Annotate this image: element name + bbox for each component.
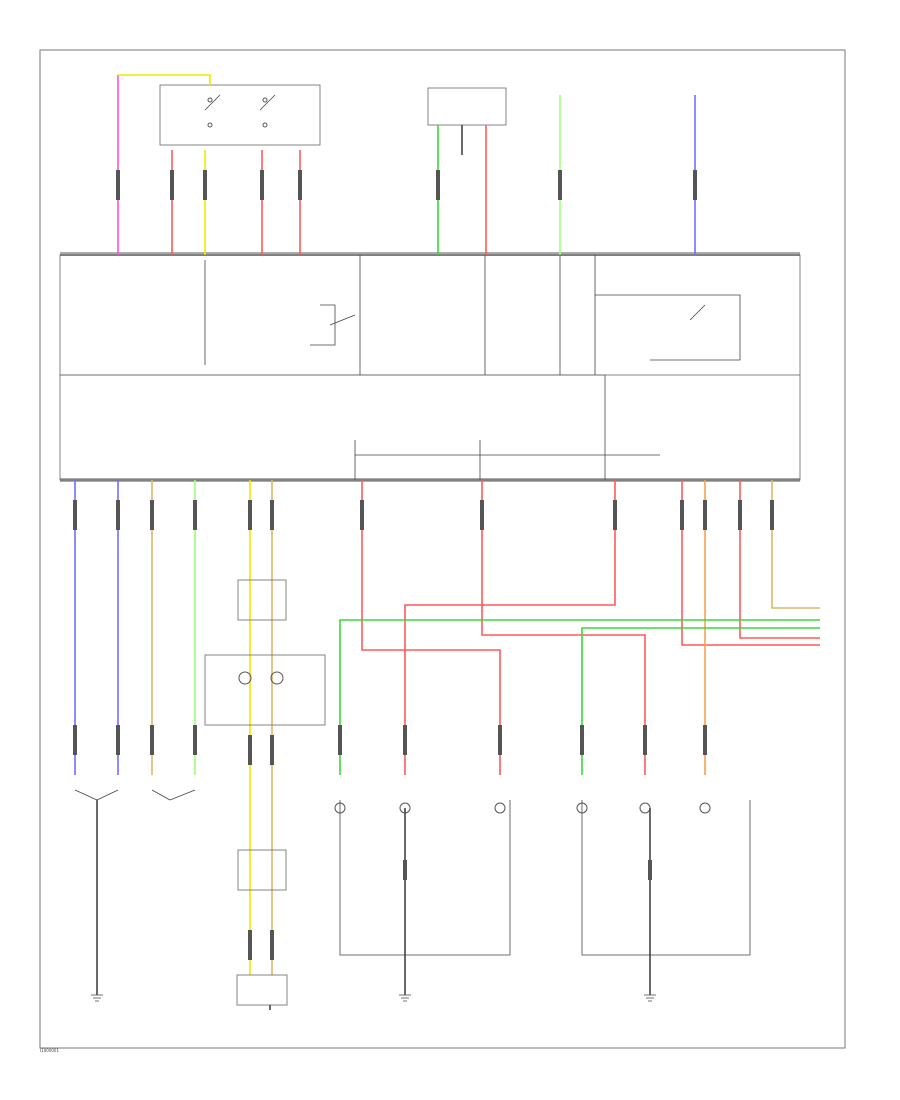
lamp-frame-left [339, 800, 511, 956]
connector-ticks [73, 170, 774, 960]
control-module-box [427, 87, 507, 126]
ground-icon [644, 994, 656, 1002]
switch-contact [207, 97, 213, 103]
wire-red [361, 480, 501, 775]
switch-contact [262, 122, 268, 128]
lamp-frame-right [581, 800, 751, 956]
ground-icon [399, 994, 411, 1002]
bulb-icon [238, 671, 252, 685]
wire-red [404, 480, 616, 775]
relay-mid [484, 255, 561, 375]
wire-yellow [118, 74, 211, 85]
switch-box [159, 84, 321, 146]
bulb-icon [576, 802, 588, 814]
bulb-icon [334, 802, 346, 814]
bulb-icon [639, 802, 651, 814]
switch-contact [207, 122, 213, 128]
bus-internal [204, 255, 596, 375]
switch-contact [262, 97, 268, 103]
wire-green [581, 627, 820, 775]
ground-icon [91, 994, 103, 1002]
switch-icon [151, 789, 196, 801]
wire-red [681, 480, 820, 646]
wire-tan [771, 480, 820, 609]
connector-strip [60, 252, 800, 256]
fuse-box-lower [59, 374, 606, 481]
wire-green [339, 619, 820, 775]
connector-housing [237, 579, 287, 621]
lamp-box [204, 654, 326, 726]
relay-coil [310, 304, 356, 346]
bottom-module-box [236, 974, 288, 1006]
bus-lower-internal [354, 440, 660, 480]
switch-arm [204, 94, 276, 111]
bulb-icon [699, 802, 711, 814]
fuse-box-upper [59, 254, 801, 376]
bulb-icon [270, 671, 284, 685]
wire-red [739, 480, 820, 639]
connector-strip [60, 478, 800, 482]
relay-right [595, 294, 741, 361]
connector-housing [237, 849, 287, 891]
switch-icon [74, 789, 119, 801]
wire-red [481, 480, 646, 775]
fuse-box-right [604, 375, 801, 481]
page-id: I1000001 [40, 1048, 59, 1053]
diagram-frame [39, 49, 846, 1049]
bulb-icon [494, 802, 506, 814]
